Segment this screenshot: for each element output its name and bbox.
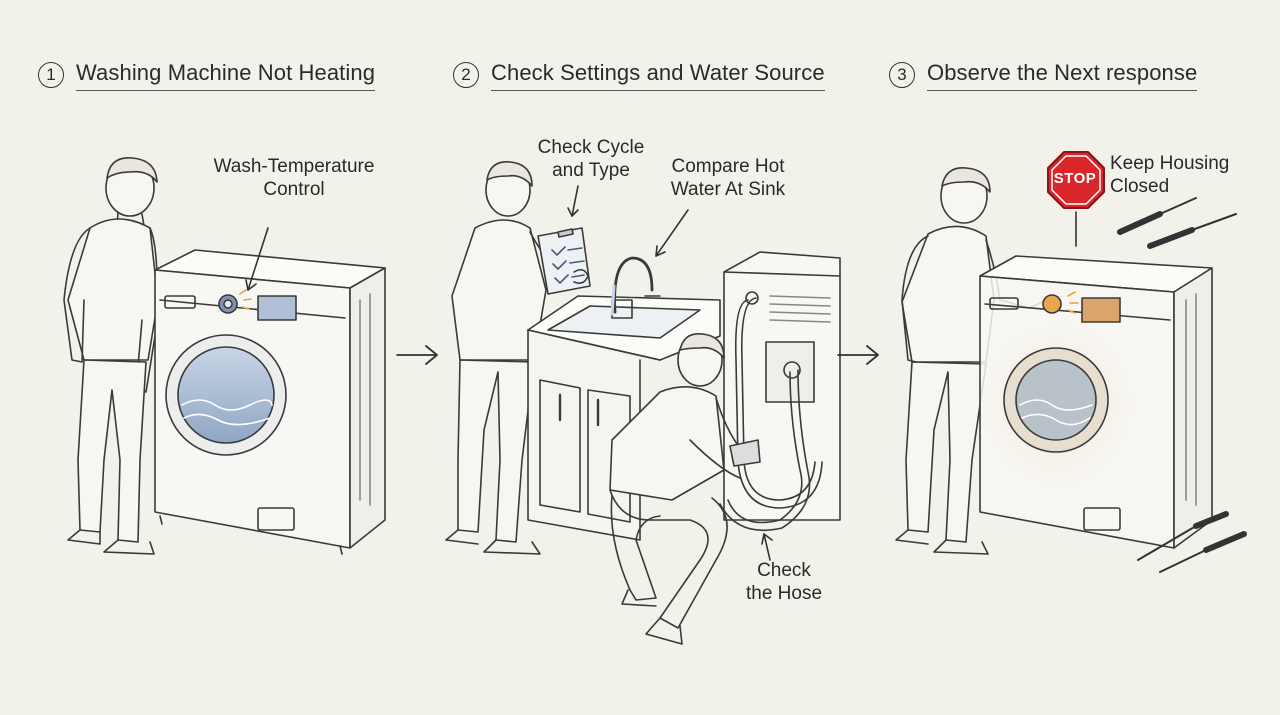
callout-keep-housing: Keep Housing Closed — [1110, 152, 1240, 198]
stop-sign-text: STOP — [1053, 170, 1097, 187]
step-1-title: Washing Machine Not Heating — [76, 60, 376, 91]
person-standing-3 — [895, 167, 1043, 555]
callout-check-cycle: Check Cycle and Type — [528, 136, 654, 182]
washing-machine-2 — [719, 251, 841, 532]
stop-sign-icon — [1047, 151, 1105, 209]
callout-check-hose-line2: the Hose — [745, 583, 823, 604]
callout-compare-hot-line1: Compare Hot — [671, 156, 785, 177]
callout-check-hose: Check the Hose — [736, 559, 832, 605]
callout-check-cycle-line1: Check Cycle — [537, 137, 645, 158]
callout-temp-control: Wash-Temperature Control — [204, 155, 384, 201]
step-3-number: 3 — [889, 62, 915, 88]
callout-check-hose-line1: Check — [757, 560, 811, 581]
step-2-number: 2 — [453, 62, 479, 88]
callout-temp-control-line2: Control — [263, 179, 325, 200]
screwdriver-icons-top — [1117, 197, 1237, 249]
step-1-heading: 1 Washing Machine Not Heating — [38, 58, 376, 92]
step-2-heading: 2 Check Settings and Water Source — [453, 58, 825, 92]
person-kneeling — [609, 333, 761, 645]
step-3-heading: 3 Observe the Next response — [889, 58, 1198, 92]
callout-compare-hot-line2: Water At Sink — [670, 179, 786, 200]
callout-compare-hot: Compare Hot Water At Sink — [660, 155, 796, 201]
step-3-title: Observe the Next response — [927, 60, 1198, 91]
washing-machine-1 — [154, 249, 386, 555]
screwdriver-icons-bottom — [1137, 511, 1247, 573]
washing-machine-3 — [979, 255, 1213, 549]
callout-keep-housing-line2: Closed — [1110, 176, 1170, 197]
step-2-title: Check Settings and Water Source — [491, 60, 825, 91]
callout-keep-housing-line1: Keep Housing — [1110, 153, 1230, 174]
person-standing-1 — [63, 157, 159, 555]
callout-check-cycle-line2: and Type — [552, 160, 630, 181]
step-1-number: 1 — [38, 62, 64, 88]
callout-temp-control-line1: Wash-Temperature — [213, 156, 375, 177]
person-clipboard — [445, 161, 591, 555]
